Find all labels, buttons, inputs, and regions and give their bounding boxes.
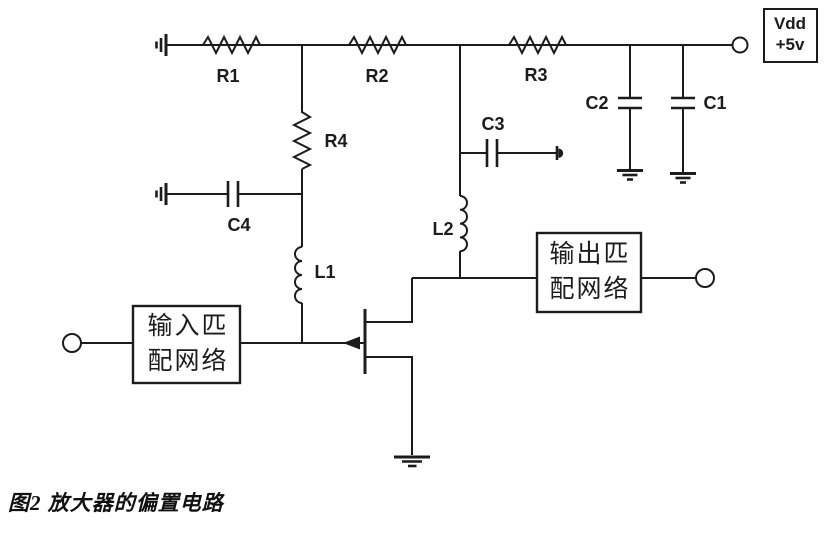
label-c1: C1 [703,93,726,113]
ground-source-icon [394,455,430,468]
input-matching-box [131,304,242,385]
input-matching-label-line1: 输入匹 [147,312,228,340]
inductor-l2 [459,195,468,253]
fet-drain-lead [365,278,413,323]
label-r2: R2 [365,66,388,86]
ground-c2-icon [617,169,643,181]
label-c4: C4 [227,215,250,235]
label-c3: C3 [481,114,504,134]
label-r3: R3 [524,65,547,85]
vdd-label: Vdd [774,14,806,33]
capacitor-c2 [618,96,642,110]
ground-c4-icon [155,183,168,205]
wires [81,44,732,344]
output-matching-label-line1: 输出匹 [549,240,630,268]
output-port-terminal [695,268,715,288]
resistor-r2 [348,34,407,56]
fet-gate-arrow-icon [343,336,360,350]
vdd-supply-label-box: Vdd +5v [763,8,818,63]
label-r1: R1 [216,66,239,86]
fet-source-lead [365,356,413,455]
label-l2: L2 [432,219,453,239]
capacitor-c4 [226,181,240,207]
label-c2: C2 [585,93,608,113]
transistor-fet [343,278,413,455]
ground-c1-icon [670,172,696,184]
input-matching-label-line2: 配网络 [147,347,228,375]
label-l1: L1 [314,262,335,282]
capacitor-c1 [671,96,695,110]
ground-r1-icon [155,34,168,56]
output-matching-block: 输出匹 配网络 [535,231,643,314]
output-matching-box [535,231,643,314]
output-matching-label-line2: 配网络 [549,275,630,303]
resistor-r1 [202,34,261,56]
label-r4: R4 [324,131,347,151]
input-matching-block: 输入匹 配网络 [131,304,242,385]
capacitor-c3 [485,139,499,167]
resistor-r3 [508,34,567,56]
figure-caption: 图2 放大器的偏置电路 [8,491,224,515]
input-port-terminal [62,333,82,353]
vdd-voltage-label: +5v [776,35,805,54]
c3-terminal-icon [555,146,564,160]
vdd-port-terminal [731,36,749,54]
resistor-r4 [291,111,313,170]
inductor-l1 [294,246,303,304]
vdd-box [763,8,818,63]
